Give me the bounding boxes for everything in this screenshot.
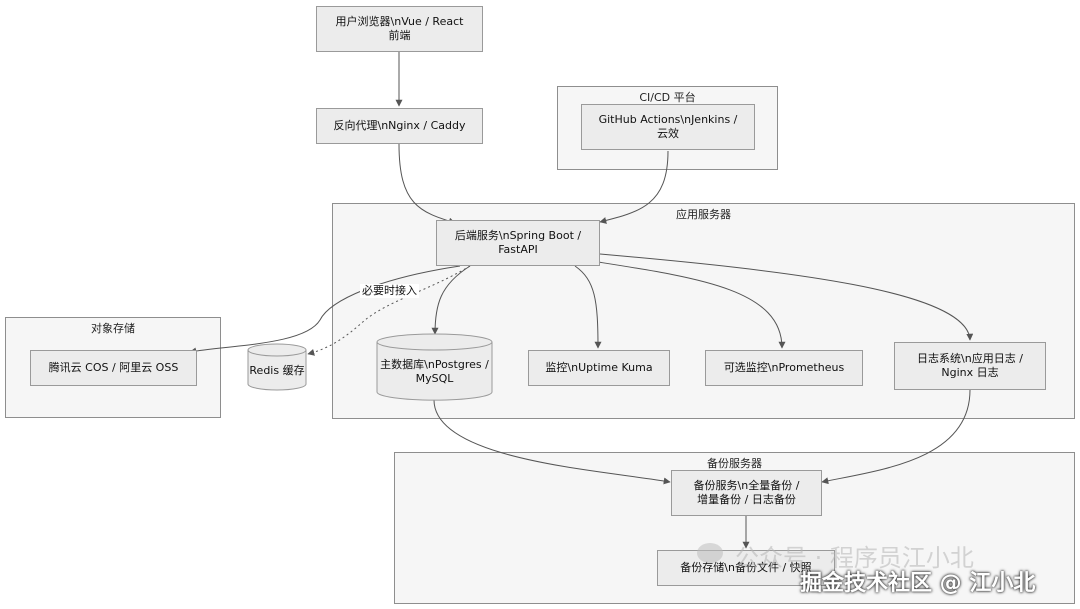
cluster-backup-label: 备份服务器 xyxy=(707,457,762,470)
edge-cicd-backend xyxy=(599,150,669,224)
node-cicd-tools: GitHub Actions\nJenkins /云效 xyxy=(581,104,755,150)
node-backend: 后端服务\nSpring Boot /FastAPI xyxy=(436,220,600,266)
node-monitor: 监控\nUptime Kuma xyxy=(528,350,670,386)
edge-backend-db xyxy=(431,265,471,335)
node-log-system: 日志系统\n应用日志 /Nginx 日志 xyxy=(894,342,1046,390)
watermark-main: 掘金技术社区 @ 江小北 xyxy=(800,571,1036,596)
edge-label-on-demand: 必要时接入 xyxy=(360,284,419,298)
cluster-app-label: 应用服务器 xyxy=(676,208,731,221)
edge-db-backup xyxy=(433,399,671,485)
edge-backend-prometheus xyxy=(597,261,786,349)
node-backup-service: 备份服务\n全量备份 /增量备份 / 日志备份 xyxy=(671,470,822,516)
cylinder-shape xyxy=(247,343,307,391)
cylinder-shape xyxy=(376,333,493,401)
edge-backend-redis xyxy=(307,265,471,356)
edge-logs-backup xyxy=(821,389,971,485)
node-backup-storage: 备份存储\n备份文件 / 快照 xyxy=(657,550,835,586)
edge-backend-monitor xyxy=(574,265,602,349)
edge-backend-logs xyxy=(599,253,974,341)
watermark-faint: 公众号 · 程序员江小北 xyxy=(735,544,974,572)
wechat-icon xyxy=(697,543,723,563)
edge-backend-cos xyxy=(189,265,461,355)
edge-proxy-backend xyxy=(398,143,456,225)
cluster-storage-label: 对象存储 xyxy=(91,322,135,335)
node-redis: Redis 缓存 xyxy=(247,343,307,391)
node-main-database: 主数据库\nPostgres /MySQL xyxy=(376,333,493,401)
node-object-storage: 腾讯云 COS / 阿里云 OSS xyxy=(30,350,197,386)
cluster-cicd-label: CI/CD 平台 xyxy=(639,91,696,104)
node-prometheus: 可选监控\nPrometheus xyxy=(705,350,863,386)
node-reverse-proxy: 反向代理\nNginx / Caddy xyxy=(316,108,483,144)
